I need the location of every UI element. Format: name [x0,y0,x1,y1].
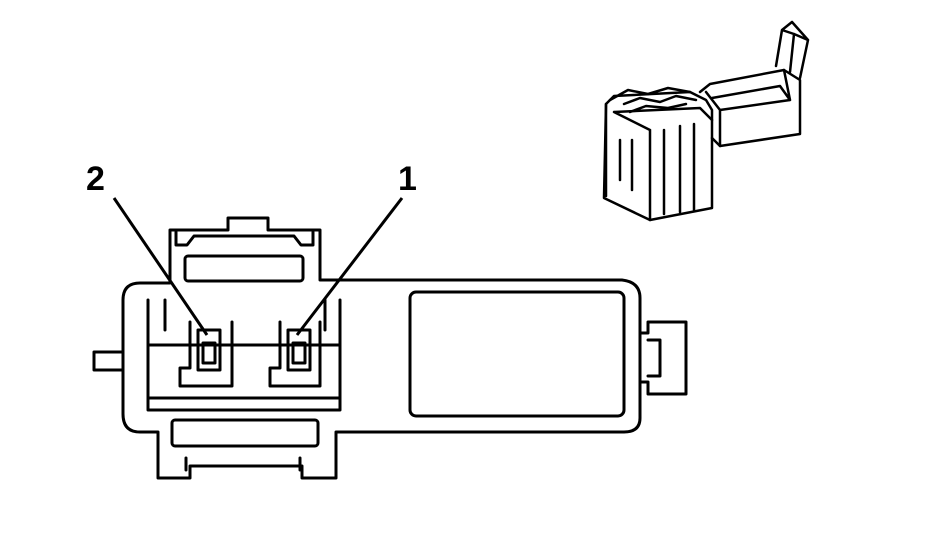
iso-right-hood-inner [704,68,792,148]
left-guide-stub [92,350,125,372]
terminal-1 [268,320,322,388]
iso-right-hood [698,68,802,148]
top-latch-tab [174,230,315,247]
top-latch-slot [183,254,305,283]
callout-1-leader [295,197,404,336]
terminal-cavity-frame [146,298,342,412]
bottom-lock-rail [184,456,302,472]
terminal-2-body [178,320,234,388]
callout-2-leader [112,197,209,336]
connector-housing-outline [121,216,642,480]
callout-1: 1 [295,160,417,336]
callout-2-label: 2 [86,160,105,198]
terminal-1-slot [291,341,307,365]
bottom-lock-window [170,418,320,448]
terminal-2-slot [201,341,217,365]
right-side-stub-inner [646,338,662,378]
iso-latch-arm [774,20,810,80]
terminal-2-contact [196,328,222,372]
terminal-1-body [268,320,322,388]
right-side-stub [638,320,688,396]
connector-end-view [92,216,688,480]
terminal-2 [178,320,234,388]
iso-left-block [602,90,714,222]
connector-isometric-view [602,20,810,222]
terminal-cavity-inner [146,298,342,400]
iso-left-block-top [608,86,698,114]
callout-1-label: 1 [398,160,417,198]
callout-2: 2 [86,160,209,336]
label-window [408,290,626,418]
iso-left-block-edges [604,102,714,222]
